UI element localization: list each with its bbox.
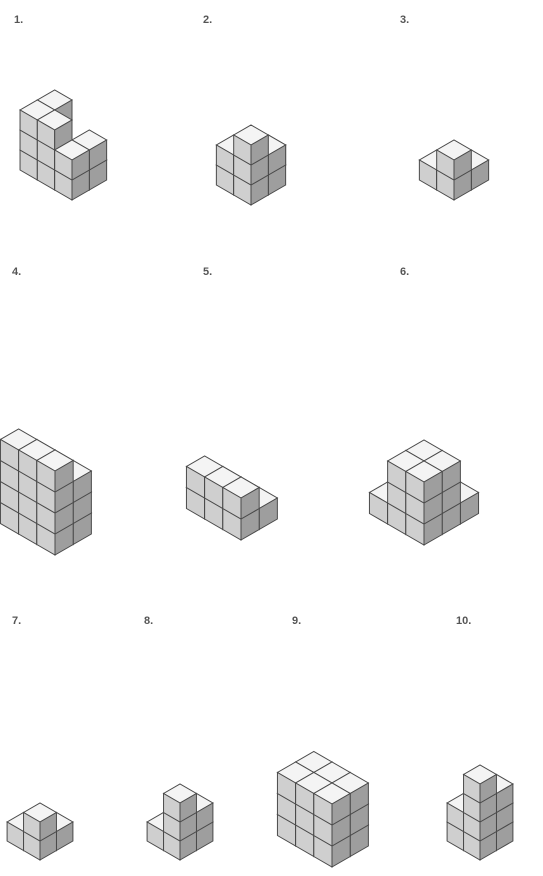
figure-2: 2. xyxy=(181,0,362,240)
figure-6: 6. xyxy=(362,260,543,580)
cube-stack-6 xyxy=(362,260,543,580)
cube-stack-7 xyxy=(0,605,130,876)
figure-7: 7. xyxy=(0,605,130,876)
cube-stack-5 xyxy=(181,260,362,580)
cube-stack-2 xyxy=(181,0,362,240)
cube-stack-3 xyxy=(362,0,543,240)
cube-stack-1 xyxy=(0,0,181,240)
figure-8: 8. xyxy=(130,605,270,876)
figure-9: 9. xyxy=(270,605,440,876)
figure-4: 4. xyxy=(0,260,181,580)
cube-stack-10 xyxy=(440,605,543,876)
figure-1: 1. xyxy=(0,0,181,240)
cube-stack-9 xyxy=(270,605,440,876)
figure-10: 10. xyxy=(440,605,543,876)
figure-3: 3. xyxy=(362,0,543,240)
figure-5: 5. xyxy=(181,260,362,580)
cube-stack-4 xyxy=(0,260,181,580)
cube-stack-8 xyxy=(130,605,270,876)
